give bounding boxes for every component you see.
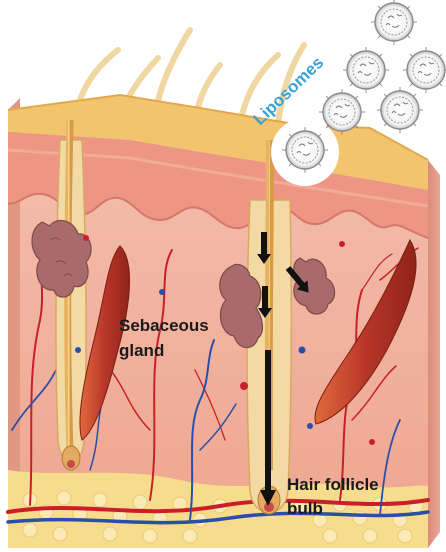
- liposome-icon: [371, 0, 417, 45]
- hair-follicle-bulb-label-line2: bulb: [287, 499, 323, 518]
- liposome-icon: [403, 47, 446, 93]
- sebaceous-gland-label-line1: Sebaceous: [119, 316, 209, 335]
- sebaceous-gland-label-line2: gland: [119, 341, 164, 360]
- hair-follicle-bulb-label-line1: Hair follicle: [287, 475, 379, 494]
- liposomes-label: Liposomes: [250, 53, 328, 129]
- liposome-icon: [377, 87, 423, 133]
